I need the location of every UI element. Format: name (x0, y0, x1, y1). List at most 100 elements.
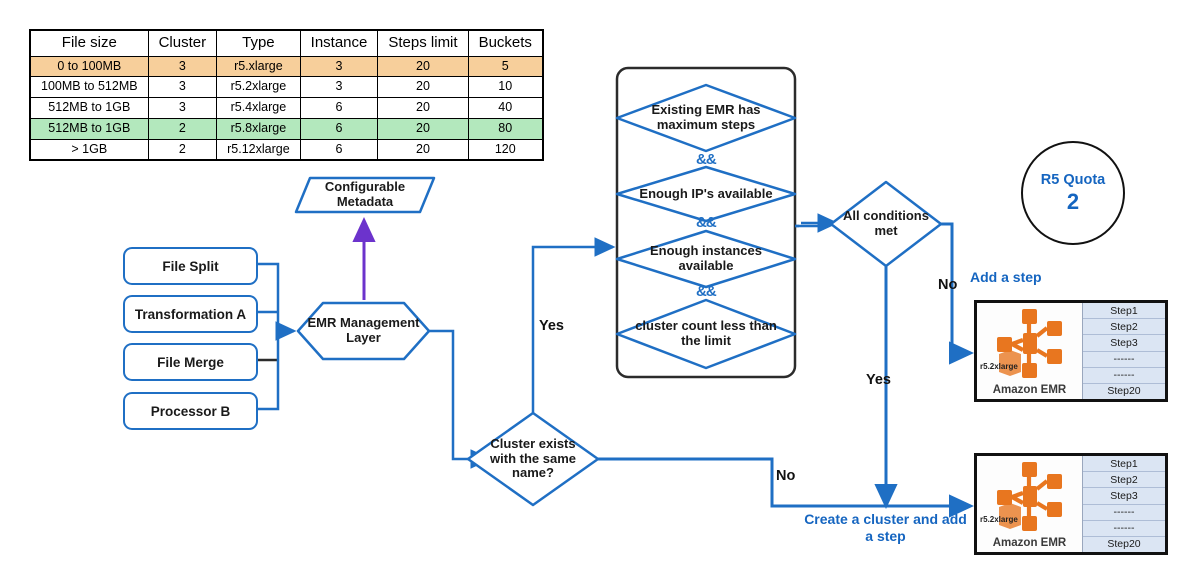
table-header-cell: Buckets (467, 29, 544, 57)
action-label-create-cluster-add-step: Create a cluster and add a step (804, 511, 967, 544)
edge-label-yes-all-conditions: Yes (866, 372, 891, 388)
emr-steps-list: Step1 Step2 Step3 ------ ------ Step20 (1083, 303, 1165, 400)
source-box-transformation-a[interactable]: Transformation A (123, 295, 258, 333)
emr-cluster-visual: r5.2xlarge Amazon EMR (977, 303, 1083, 399)
condition-label-1: Existing EMR has maximum steps (651, 102, 761, 132)
table-cell: 100MB to 512MB (29, 76, 149, 98)
emr-step-item: Step20 (1083, 383, 1165, 400)
table-row: 0 to 100MB 3 r5.xlarge 3 20 5 (29, 55, 544, 78)
condition-label-3: Enough instances available (650, 243, 762, 273)
source-box-label: Transformation A (134, 306, 247, 322)
edge-label-yes-to-conditions: Yes (539, 318, 564, 334)
table-cell: 2 (147, 117, 218, 140)
table-header-cell: Cluster (147, 29, 218, 57)
bucket-glyph (999, 350, 1021, 376)
operator-and-2: && (696, 214, 717, 231)
table-cell: 512MB to 1GB (29, 117, 149, 140)
source-box-file-split[interactable]: File Split (123, 247, 258, 285)
source-box-file-merge[interactable]: File Merge (123, 343, 258, 381)
table-row: 100MB to 512MB 3 r5.2xlarge 3 20 10 (29, 76, 544, 98)
all-conditions-met-diamond (829, 180, 943, 268)
table-cell: 3 (147, 76, 218, 98)
source-box-label: File Merge (157, 354, 224, 370)
all-conditions-met-label: All conditions met (843, 208, 929, 238)
table-cell: 2 (147, 138, 218, 161)
connector-yes-to-conditions (531, 237, 616, 425)
emr-step-item: ------ (1083, 520, 1165, 537)
configurable-metadata-label: Configurable Metadata (324, 179, 406, 209)
edge-label-no-all-conditions: No (938, 277, 958, 293)
table-cell: r5.2xlarge (216, 76, 301, 98)
r5-quota-badge: R5 Quota 2 (1021, 141, 1125, 245)
emr-steps-list: Step1 Step2 Step3 ------ ------ Step20 (1083, 456, 1165, 553)
emr-cluster-card-top[interactable]: r5.2xlarge Amazon EMR Step1 Step2 Step3 … (974, 300, 1168, 402)
emr-step-item: Step2 (1083, 472, 1165, 489)
table-cell: r5.8xlarge (216, 117, 301, 140)
amazon-emr-icon (997, 309, 1062, 378)
table-cell: 40 (467, 97, 544, 119)
r5-quota-label: R5 Quota (1040, 171, 1106, 188)
condition-diamond-enough-instances (615, 229, 797, 289)
table-cell: 20 (377, 97, 469, 119)
emr-instance-type: r5.2xlarge (980, 362, 1018, 371)
table-cell: 6 (299, 138, 379, 161)
table-cell: r5.xlarge (216, 55, 301, 78)
table-cell: 20 (377, 138, 469, 161)
table-header-cell: Type (216, 29, 301, 57)
action-label-add-a-step: Add a step (970, 269, 1042, 285)
table-cell: 20 (377, 117, 469, 140)
spec-table: File size Cluster Type Instance Steps li… (29, 29, 544, 162)
condition-label-4: cluster count less than the limit (635, 318, 777, 348)
emr-step-item: ------ (1083, 351, 1165, 368)
emr-cluster-visual: r5.2xlarge Amazon EMR (977, 456, 1083, 552)
source-box-label: File Split (162, 258, 219, 274)
emr-management-layer-label: EMR Management Layer (307, 315, 420, 345)
condition-diamond-enough-ips (615, 165, 797, 223)
emr-cluster-card-bottom[interactable]: r5.2xlarge Amazon EMR Step1 Step2 Step3 … (974, 453, 1168, 555)
emr-step-item: Step1 (1083, 303, 1165, 320)
source-box-processor-b[interactable]: Processor B (123, 392, 258, 430)
table-cell: 0 to 100MB (29, 55, 149, 78)
table-cell: 3 (299, 76, 379, 98)
emr-service-name: Amazon EMR (992, 384, 1067, 396)
emr-step-item: ------ (1083, 504, 1165, 521)
table-row: > 1GB 2 r5.12xlarge 6 20 120 (29, 138, 544, 161)
edge-label-no-cluster-exists: No (776, 468, 796, 484)
table-row: 512MB to 1GB 2 r5.8xlarge 6 20 80 (29, 117, 544, 140)
table-cell: 6 (299, 117, 379, 140)
table-header-cell: Steps limit (377, 29, 469, 57)
table-cell: 20 (377, 55, 469, 78)
source-box-label: Processor B (150, 403, 231, 419)
configurable-metadata-shape (294, 176, 436, 214)
table-header-cell: File size (29, 29, 149, 57)
table-header-row: File size Cluster Type Instance Steps li… (29, 29, 544, 57)
emr-step-item: Step2 (1083, 319, 1165, 336)
table-cell: 3 (147, 97, 218, 119)
table-cell: 3 (299, 55, 379, 78)
table-cell: 20 (377, 76, 469, 98)
connector-emr-layer-to-cluster-exists (429, 329, 492, 469)
condition-label-2: Enough IP's available (639, 185, 773, 201)
table-cell: 10 (467, 76, 544, 98)
emr-step-item: Step3 (1083, 335, 1165, 352)
emr-step-item: Step20 (1083, 536, 1165, 553)
condition-diamond-cluster-count-limit (615, 298, 797, 370)
table-cell: r5.12xlarge (216, 138, 301, 161)
table-cell: > 1GB (29, 138, 149, 161)
table-cell: 512MB to 1GB (29, 97, 149, 119)
table-cell: 5 (467, 55, 544, 78)
operator-and-1: && (696, 151, 717, 168)
table-row: 512MB to 1GB 3 r5.4xlarge 6 20 40 (29, 97, 544, 119)
table-cell: 3 (147, 55, 218, 78)
table-cell: 120 (467, 138, 544, 161)
cluster-exists-label: Cluster exists with the same name? (490, 435, 576, 481)
table-cell: 6 (299, 97, 379, 119)
cluster-exists-diamond (466, 411, 600, 507)
table-cell: 80 (467, 117, 544, 140)
operator-and-3: && (696, 283, 717, 300)
r5-quota-value: 2 (1066, 188, 1080, 214)
bucket-glyph (999, 503, 1021, 529)
table-header-cell: Instance (299, 29, 379, 57)
table-cell: r5.4xlarge (216, 97, 301, 119)
